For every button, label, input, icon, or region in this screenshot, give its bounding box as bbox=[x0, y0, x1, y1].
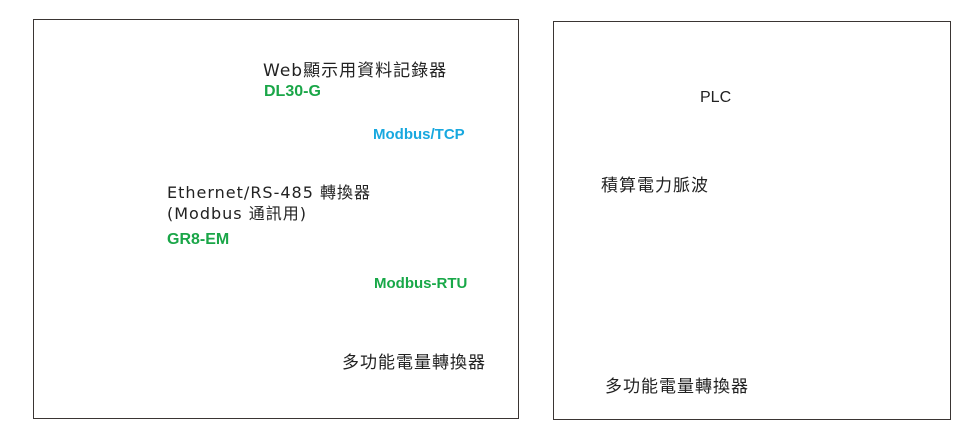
converter-model: GR8-EM bbox=[167, 231, 230, 248]
converter-name-line1: Ethernet/RS-485 轉換器 bbox=[167, 183, 371, 202]
converter-name-line2: (Modbus 通訊用) bbox=[167, 204, 307, 223]
datalogger-model: DL30-G bbox=[264, 83, 321, 100]
datalogger-name: Web顯示用資料記錄器 bbox=[263, 61, 448, 81]
left-transducers-label: 多功能電量轉換器 bbox=[342, 353, 486, 373]
pulse-output-panel bbox=[553, 21, 951, 420]
plc-label: PLC bbox=[700, 89, 732, 106]
modbus-tcp-label: Modbus/TCP bbox=[373, 126, 465, 143]
modbus-network-panel bbox=[33, 19, 519, 419]
right-transducers-label: 多功能電量轉換器 bbox=[605, 377, 749, 397]
pulse-label: 積算電力脈波 bbox=[601, 176, 709, 196]
modbus-rtu-label: Modbus-RTU bbox=[374, 275, 468, 292]
